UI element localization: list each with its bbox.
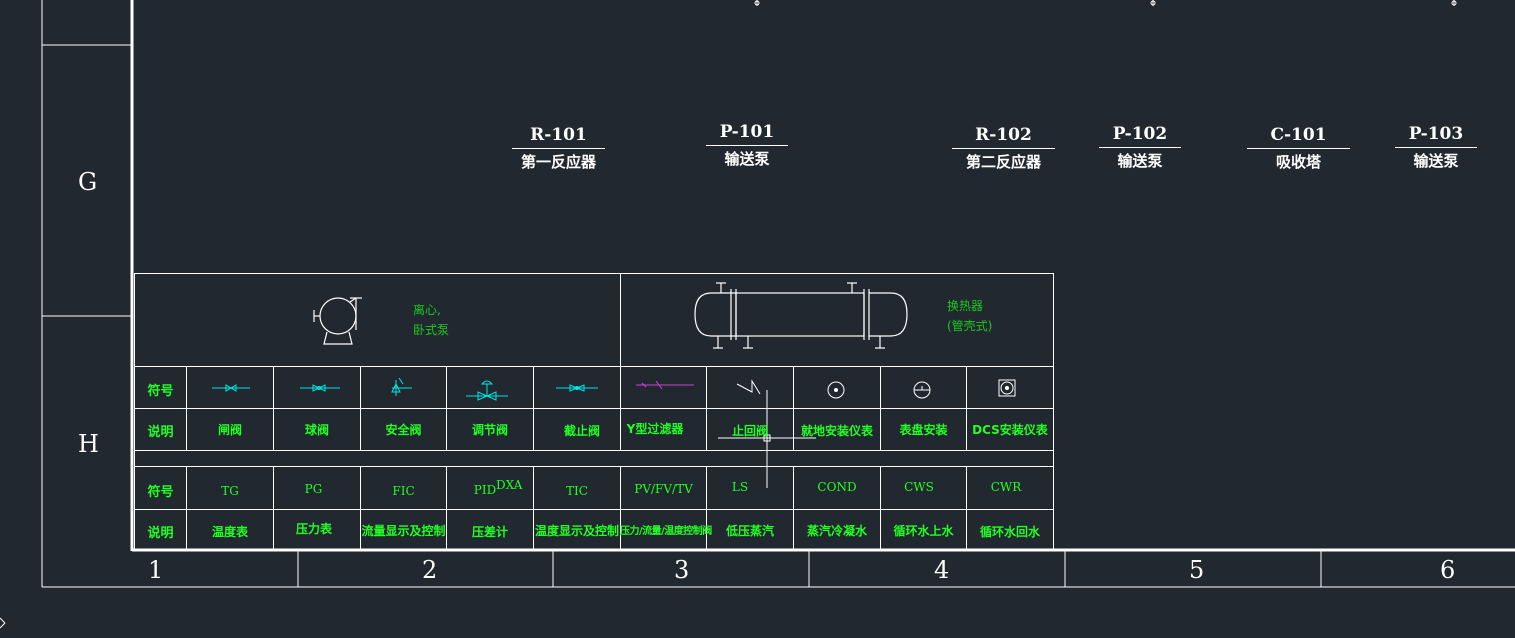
column-number-1: 1 [148,556,164,584]
control-valve-icon [466,380,508,401]
desc-pv-fv-tv: 压力/流量/温度控制阀 [620,526,712,537]
column-number-3: 3 [674,556,690,584]
desc-pid: 压差计 [471,525,508,539]
desc-tic: 温度显示及控制 [534,524,619,538]
column-number-2: 2 [422,556,438,584]
zone-letter-g: G [78,168,98,196]
underline [1247,148,1350,149]
desc-gate-valve: 闸阀 [217,423,242,437]
underline [1099,147,1181,148]
pump-legend-text: 离心, 卧式泵 [413,300,449,340]
code-pid: PID [473,483,497,497]
underline [1395,147,1477,148]
ucs-icon [0,617,6,629]
desc-ls: 低压蒸汽 [725,524,774,538]
underline [952,148,1055,149]
code-tic: TIC [566,484,588,498]
equipment-label-p103[interactable]: P-103 输送泵 [1395,123,1477,170]
pump-legend-line1: 离心, [413,303,441,317]
exchanger-legend-text: 换热器 (管壳式) [947,296,992,336]
code-cws: CWS [904,480,934,494]
equipment-label-r102[interactable]: R-102 第二反应器 [952,124,1055,171]
check-valve-icon [736,379,761,395]
exchanger-legend-line2: (管壳式) [947,319,993,333]
equipment-name: 第二反应器 [965,153,1041,171]
cad-crosshair-icon [718,390,816,488]
underline [512,148,605,149]
equipment-label-p102[interactable]: P-102 输送泵 [1099,123,1181,170]
equipment-tag: C-101 [1270,125,1327,145]
code-fic: FIC [392,484,415,498]
desc-control-valve: 调节阀 [471,423,508,437]
code-tg: TG [221,484,239,498]
desc-cws: 循环水上水 [893,524,954,538]
symbol-label-row1: 符号 [147,384,174,399]
heat-exchanger-icon [694,282,908,349]
overlap-text: DXA [496,478,523,492]
zone-letter-h: H [78,430,99,458]
ball-valve-icon [300,384,340,392]
safety-valve-icon [391,377,412,396]
code-ls: LS [731,480,749,494]
equipment-tag: P-101 [719,122,775,142]
desc-ball-valve: 球阀 [304,423,329,437]
dcs-instrument-icon [998,379,1016,397]
code-cwr: CWR [990,480,1022,494]
globe-valve-icon [556,384,598,392]
desc-dcs-instrument: DCS安装仪表 [972,423,1048,437]
field-instrument-icon [827,381,845,399]
centrifugal-pump-icon [313,297,362,345]
column-number-4: 4 [934,556,950,584]
desc-check-valve: 止回阀 [731,424,768,438]
pump-legend-line2: 卧式泵 [413,323,450,337]
equipment-name: 输送泵 [1413,152,1459,170]
valve-symbols [212,377,1016,401]
gate-valve-icon [212,384,250,392]
equipment-tag: P-103 [1408,124,1464,144]
equipment-tag: R-101 [530,125,587,145]
desc-fic: 流量显示及控制 [361,524,446,538]
equipment-label-p101[interactable]: P-101 输送泵 [706,121,788,168]
desc-cond: 蒸汽冷凝水 [806,524,867,538]
desc-tg: 温度表 [211,525,248,539]
equipment-label-c101[interactable]: C-101 吸收塔 [1247,124,1350,171]
equipment-name: 吸收塔 [1275,153,1321,171]
y-strainer-icon [636,380,694,390]
column-number-6: 6 [1440,556,1456,584]
desc-label-row1: 说明 [147,425,174,440]
equipment-tag: P-102 [1112,124,1168,144]
desc-cwr: 循环水回水 [979,525,1040,539]
code-pg: PG [304,482,323,496]
desc-y-strainer: Y型过滤器 [626,422,684,436]
panel-instrument-icon [913,381,931,399]
legend-table-grid [134,273,1054,550]
desc-label-row2: 说明 [147,526,174,541]
equipment-name: 输送泵 [1117,152,1163,170]
desc-pg: 压力表 [295,522,332,536]
desc-panel-instrument: 表盘安装 [899,423,948,437]
pipe-stubs [754,0,1457,6]
equipment-label-r101[interactable]: R-101 第一反应器 [512,124,605,171]
equipment-tag: R-102 [975,125,1032,145]
underline [706,145,788,146]
code-pv-fv-tv: PV/FV/TV [634,482,693,496]
exchanger-legend-line1: 换热器 [947,299,984,313]
equipment-name: 输送泵 [724,150,770,168]
column-number-5: 5 [1189,556,1205,584]
symbol-label-row2: 符号 [147,485,174,500]
equipment-name: 第一反应器 [520,153,596,171]
desc-field-instrument: 就地安装仪表 [800,424,873,438]
desc-safety-valve: 安全阀 [385,423,422,437]
code-cond: COND [817,480,857,494]
desc-globe-valve: 截止阀 [563,424,600,438]
